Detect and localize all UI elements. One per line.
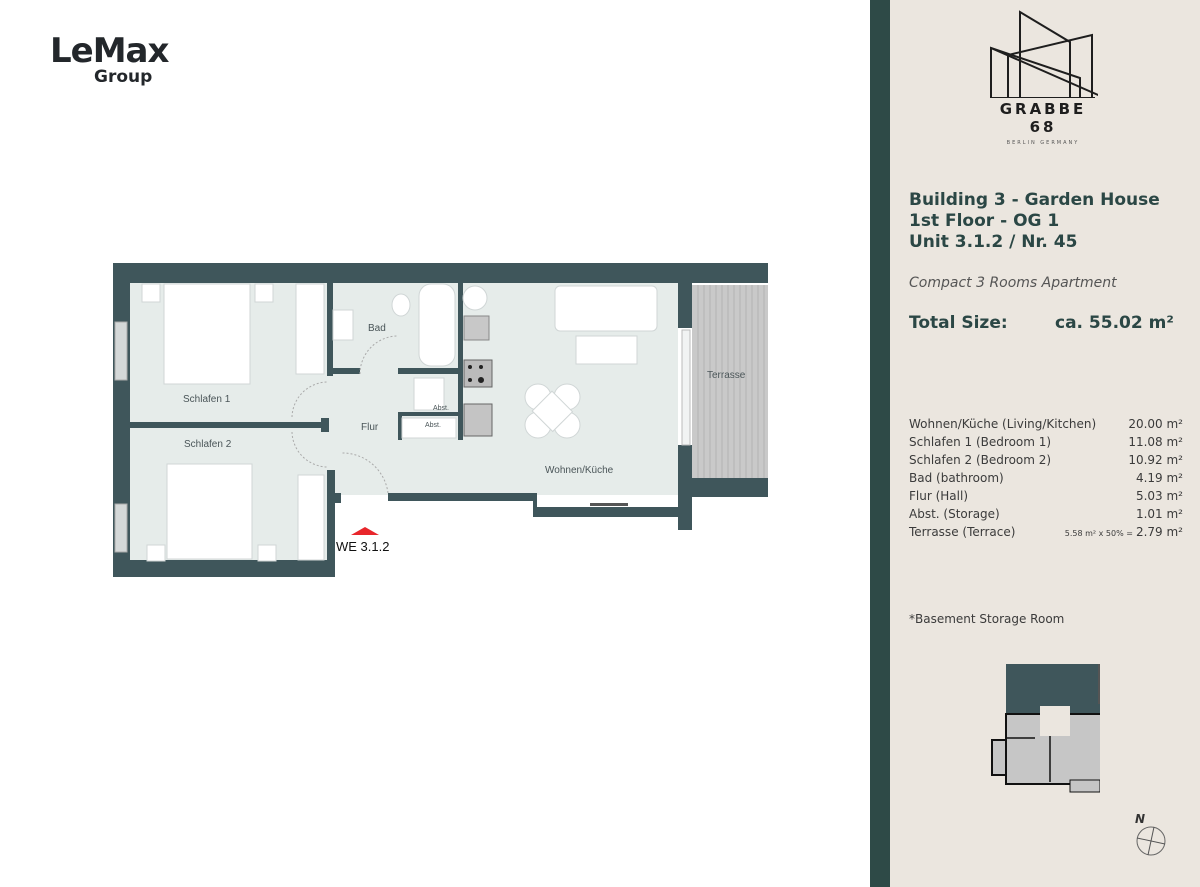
stove-burners — [468, 365, 484, 383]
label-terrasse: Terrasse — [707, 370, 746, 381]
room-row: Terrasse (Terrace)5.58 m² x 50% =2.79 m² — [909, 525, 1183, 539]
label-wohnen: Wohnen/Küche — [545, 465, 614, 476]
kitchen-sink — [462, 285, 488, 311]
room-row: Abst. (Storage)1.01 m² — [909, 507, 1183, 521]
label-flur: Flur — [361, 422, 379, 433]
building-logo-icon — [990, 10, 1106, 99]
building-location-map — [991, 664, 1100, 793]
bed-2 — [166, 463, 253, 560]
sink — [332, 309, 354, 341]
unit-label: WE 3.1.2 — [336, 539, 389, 554]
stove — [463, 359, 493, 388]
room-row: Bad (bathroom)4.19 m² — [909, 471, 1183, 485]
info-sidebar: GRABBE 68 BERLIN GERMANY Building 3 - Ga… — [890, 0, 1200, 887]
wardrobe-1 — [295, 283, 325, 375]
unit-heading: Building 3 - Garden House 1st Floor - OG… — [909, 190, 1160, 252]
compass-icon — [1136, 826, 1166, 856]
wardrobe-2 — [297, 474, 325, 561]
kitchen-unit — [463, 315, 490, 341]
sidebar-accent-strip — [870, 0, 890, 887]
total-size: Total Size: ca. 55.02 m² — [909, 313, 1174, 333]
sofa — [554, 285, 658, 332]
label-bad: Bad — [368, 323, 386, 334]
terrace-stripes — [697, 285, 765, 478]
door-swings — [291, 335, 399, 494]
terrace-door — [681, 329, 691, 446]
label-schlafen1: Schlafen 1 — [183, 394, 231, 405]
lemax-logo: LeMax Group — [50, 31, 169, 87]
washer — [413, 377, 445, 411]
window — [114, 503, 128, 553]
room-area-list: Wohnen/Küche (Living/Kitchen)20.00 m² Sc… — [909, 415, 1183, 541]
terrace-deck — [692, 285, 768, 478]
bed-1 — [163, 283, 251, 385]
basement-note: *Basement Storage Room — [909, 612, 1065, 626]
label-abst-2: Abst. — [425, 422, 441, 429]
window-handle — [590, 503, 628, 506]
room-row: Schlafen 2 (Bedroom 2)10.92 m² — [909, 453, 1183, 467]
oven — [463, 403, 493, 437]
floor-plan: Schlafen 1 Schlafen 2 Bad Flur Abst. Abs… — [113, 263, 768, 577]
dining-table — [531, 390, 574, 433]
furniture — [141, 283, 658, 562]
label-schlafen2: Schlafen 2 — [184, 439, 232, 450]
room-row: Schlafen 1 (Bedroom 1)11.08 m² — [909, 435, 1183, 449]
entry-arrow-icon — [351, 527, 379, 535]
coffee-table — [575, 335, 638, 365]
bathtub — [418, 283, 456, 367]
window — [540, 497, 678, 507]
grabbe-logo: GRABBE 68 BERLIN GERMANY — [988, 10, 1106, 146]
room-row: Flur (Hall)5.03 m² — [909, 489, 1183, 503]
window — [114, 321, 128, 381]
storage-shelf — [401, 417, 457, 439]
label-abst-1: Abst. — [433, 405, 449, 412]
compass-north-label: N — [1135, 812, 1146, 826]
toilet — [391, 293, 411, 317]
room-row: Wohnen/Küche (Living/Kitchen)20.00 m² — [909, 417, 1183, 431]
apartment-type: Compact 3 Rooms Apartment — [909, 275, 1117, 291]
